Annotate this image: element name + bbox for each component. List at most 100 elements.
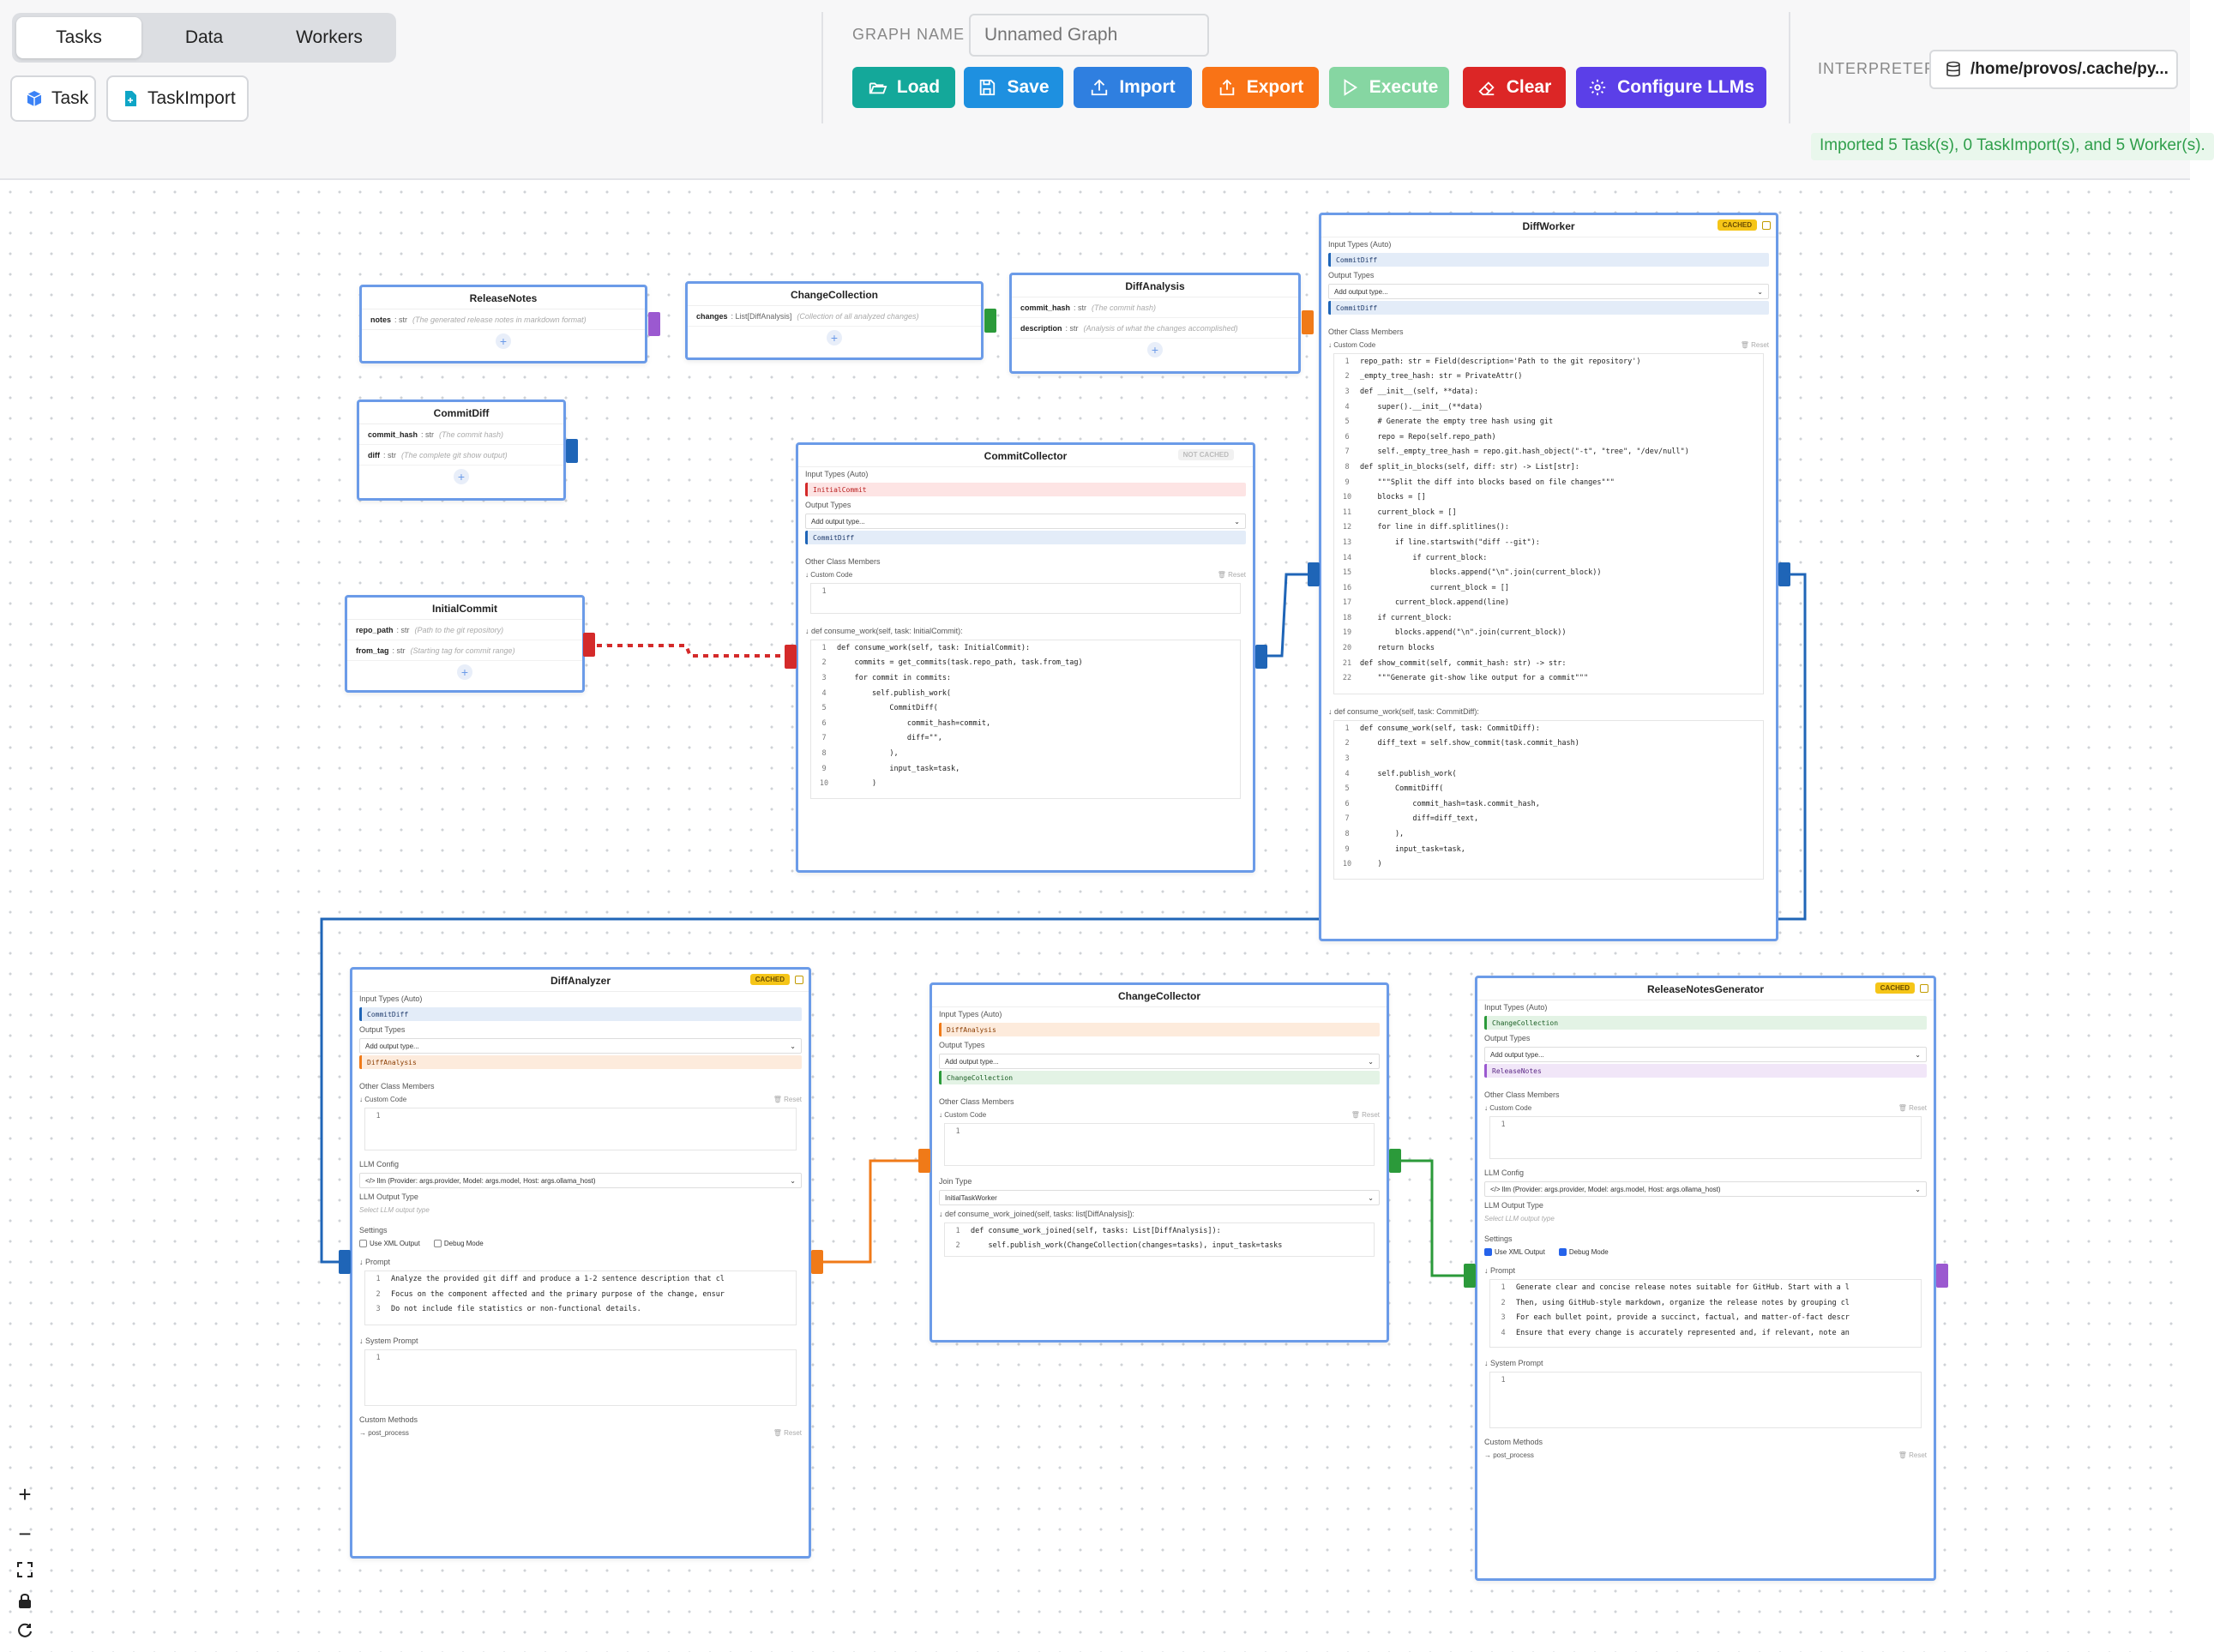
menu-icon[interactable] xyxy=(1920,984,1928,993)
clear-button[interactable]: Clear xyxy=(1463,67,1566,108)
add-output-select[interactable]: Add output type...⌄ xyxy=(1484,1047,1927,1062)
task-node-commitdiff[interactable]: CommitDiff commit_hash: str(The commit h… xyxy=(357,399,566,501)
task-field[interactable]: changes: List[DiffAnalysis](Collection o… xyxy=(688,306,981,327)
reset-button[interactable]: 🗑 Reset xyxy=(1898,1104,1927,1112)
fit-view-icon[interactable] xyxy=(16,1561,33,1578)
import-button[interactable]: Import xyxy=(1074,67,1192,108)
output-handle[interactable] xyxy=(1255,645,1267,669)
load-button[interactable]: Load xyxy=(852,67,955,108)
llm-config-select[interactable]: </> llm (Provider: args.provider, Model:… xyxy=(1484,1181,1927,1197)
add-field-button[interactable]: + xyxy=(457,664,472,680)
custom-code-header[interactable]: ↓ Custom Code🗑 Reset xyxy=(359,1096,802,1103)
output-handle[interactable] xyxy=(984,309,996,333)
llm-output-type-select[interactable]: Select LLM output type xyxy=(1484,1215,1555,1222)
tab-workers[interactable]: Workers xyxy=(296,27,363,47)
menu-icon[interactable] xyxy=(1762,221,1771,230)
add-output-select[interactable]: Add output type...⌄ xyxy=(1328,284,1769,299)
llm-config-select[interactable]: </> llm (Provider: args.provider, Model:… xyxy=(359,1173,802,1188)
input-handle[interactable] xyxy=(339,1250,351,1274)
output-handle[interactable] xyxy=(648,312,660,336)
input-handle[interactable] xyxy=(1464,1264,1476,1288)
output-handle[interactable] xyxy=(1302,310,1314,334)
zoom-out-button[interactable]: − xyxy=(18,1521,32,1547)
task-field[interactable]: repo_path: str(Path to the git repositor… xyxy=(347,620,582,640)
use-xml-checkbox[interactable]: Use XML Output xyxy=(359,1240,420,1248)
lock-icon[interactable] xyxy=(17,1592,33,1609)
reset-button[interactable]: 🗑 Reset xyxy=(1351,1111,1380,1119)
task-field[interactable]: commit_hash: str(The commit hash) xyxy=(359,424,563,445)
prompt-header[interactable]: ↓ Prompt xyxy=(1484,1266,1516,1276)
output-handle[interactable] xyxy=(811,1250,823,1274)
execute-button[interactable]: Execute xyxy=(1329,67,1449,108)
reset-button[interactable]: 🗑 Reset xyxy=(1217,571,1246,579)
configure-llms-button[interactable]: Configure LLMs xyxy=(1576,67,1766,108)
add-output-select[interactable]: Add output type...⌄ xyxy=(359,1038,802,1054)
use-xml-checkbox[interactable]: Use XML Output xyxy=(1484,1248,1545,1257)
add-field-button[interactable]: + xyxy=(454,469,469,484)
menu-icon[interactable] xyxy=(795,976,803,984)
system-prompt-header[interactable]: ↓ System Prompt xyxy=(1484,1359,1543,1368)
tab-data[interactable]: Data xyxy=(184,27,224,47)
custom-code-header[interactable]: ↓ Custom Code🗑 Reset xyxy=(1484,1104,1927,1112)
task-field[interactable]: from_tag: str(Starting tag for commit ra… xyxy=(347,640,582,661)
input-handle[interactable] xyxy=(785,645,797,669)
prompt-header[interactable]: ↓ Prompt xyxy=(359,1258,391,1267)
tab-tasks[interactable]: Tasks xyxy=(16,17,141,58)
debug-mode-checkbox[interactable]: Debug Mode xyxy=(433,1240,484,1248)
custom-code-header[interactable]: ↓ Custom Code🗑 Reset xyxy=(939,1111,1380,1119)
reset-button[interactable]: 🗑 Reset xyxy=(1740,341,1769,349)
llm-output-type-select[interactable]: Select LLM output type xyxy=(359,1206,430,1214)
add-task-button[interactable]: Task xyxy=(10,75,96,122)
export-button[interactable]: Export xyxy=(1202,67,1319,108)
add-output-select[interactable]: Add output type...⌄ xyxy=(805,514,1246,529)
interpreter-selector[interactable]: /home/provos/.cache/py... xyxy=(1929,50,2178,89)
output-handle[interactable] xyxy=(1778,562,1790,586)
task-field[interactable]: diff: str(The complete git show output) xyxy=(359,445,563,466)
task-field[interactable]: commit_hash: str(The commit hash) xyxy=(1012,297,1298,318)
consume-work-header[interactable]: ↓ def consume_work(self, task: CommitDif… xyxy=(1328,707,1479,716)
save-button[interactable]: Save xyxy=(964,67,1063,108)
consume-work-header[interactable]: ↓ def consume_work(self, task: InitialCo… xyxy=(805,627,963,635)
output-handle[interactable] xyxy=(1936,1264,1948,1288)
custom-code-editor[interactable]: 1 xyxy=(944,1123,1375,1166)
task-node-initialcommit[interactable]: InitialCommit repo_path: str(Path to the… xyxy=(345,595,585,693)
reset-button[interactable]: 🗑 Reset xyxy=(773,1096,802,1103)
post-process-method[interactable]: → post_process🗑 Reset xyxy=(359,1429,802,1438)
system-prompt-editor[interactable]: 1 xyxy=(1489,1372,1922,1429)
task-node-changecollection[interactable]: ChangeCollection changes: List[DiffAnaly… xyxy=(685,281,984,360)
refresh-icon[interactable] xyxy=(16,1622,33,1639)
output-handle[interactable] xyxy=(583,633,595,657)
system-prompt-header[interactable]: ↓ System Prompt xyxy=(359,1337,418,1346)
custom-code-header[interactable]: ↓ Custom Code🗑 Reset xyxy=(805,571,1246,579)
input-handle[interactable] xyxy=(1308,562,1320,586)
zoom-in-button[interactable]: + xyxy=(18,1481,32,1507)
add-field-button[interactable]: + xyxy=(1147,342,1163,357)
debug-mode-checkbox[interactable]: Debug Mode xyxy=(1558,1248,1609,1257)
custom-code-header[interactable]: ↓ Custom Code🗑 Reset xyxy=(1328,341,1769,349)
post-process-method[interactable]: → post_process🗑 Reset xyxy=(1484,1451,1927,1460)
worker-node-changecollector[interactable]: ChangeCollector Input Types (Auto) DiffA… xyxy=(930,982,1389,1343)
add-taskimport-button[interactable]: TaskImport xyxy=(106,75,249,122)
custom-code-editor[interactable]: 1 xyxy=(1489,1116,1922,1159)
input-handle[interactable] xyxy=(918,1149,930,1173)
custom-code-editor[interactable]: 1 xyxy=(810,583,1241,614)
add-field-button[interactable]: + xyxy=(496,333,511,349)
join-type-select[interactable]: InitialTaskWorker⌄ xyxy=(939,1190,1380,1205)
task-field[interactable]: description: str(Analysis of what the ch… xyxy=(1012,318,1298,339)
system-prompt-editor[interactable]: 1 xyxy=(364,1349,797,1407)
task-field[interactable]: notes: str(The generated release notes i… xyxy=(362,309,645,330)
task-node-diffanalysis[interactable]: DiffAnalysis commit_hash: str(The commit… xyxy=(1009,273,1301,374)
graph-name-input[interactable] xyxy=(969,14,1209,57)
add-field-button[interactable]: + xyxy=(827,330,842,345)
output-handle[interactable] xyxy=(566,439,578,463)
custom-code-editor[interactable]: 1 xyxy=(364,1108,797,1150)
